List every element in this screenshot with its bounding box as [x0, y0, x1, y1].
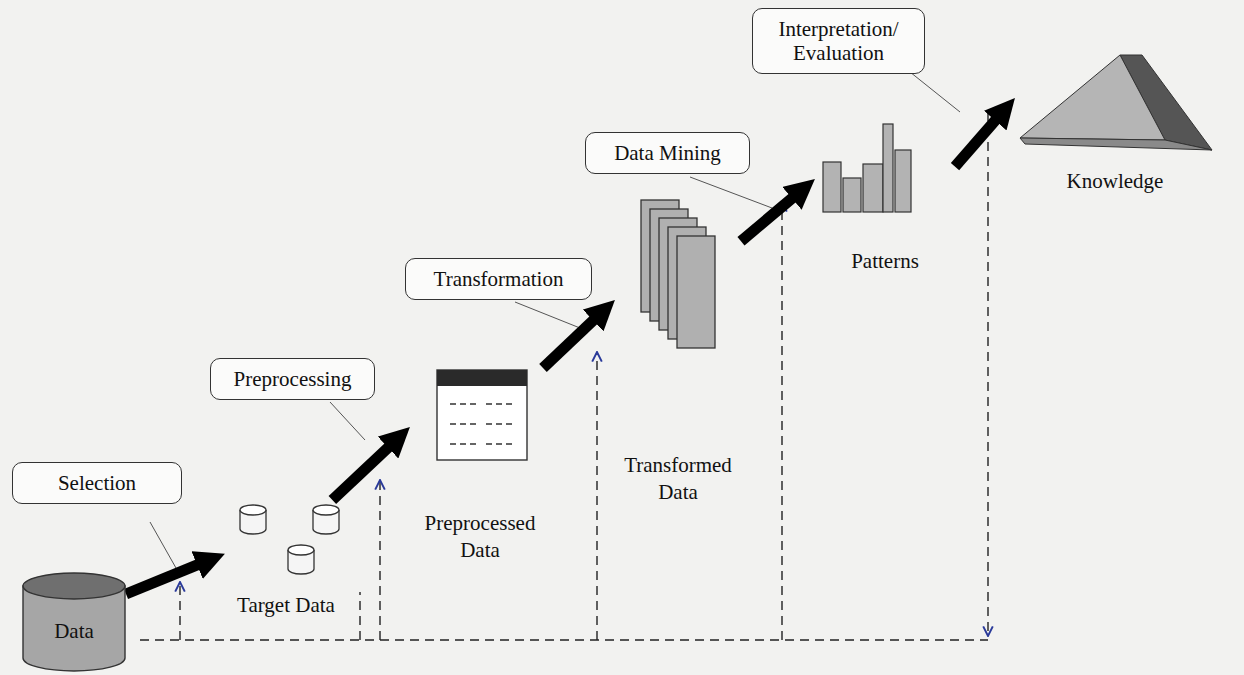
stage-caption: Preprocessed Data [413, 510, 548, 565]
stage-icon [240, 505, 339, 574]
feedback-arrow [179, 582, 180, 640]
stage-icon-svg [410, 368, 550, 463]
step-box: Data Mining [585, 132, 750, 174]
data-stage: Data [22, 572, 126, 645]
flow-arrow [741, 189, 803, 241]
stage-icon-svg [815, 120, 955, 215]
stage-icon [23, 573, 125, 671]
stage-icon [1020, 55, 1212, 150]
feedback-line [359, 592, 360, 640]
stage-icon [437, 370, 527, 460]
data-stage: Knowledge [1015, 50, 1215, 195]
step-label: Transformation [418, 267, 579, 291]
leader-line [905, 68, 960, 112]
step-label: Interpretation/ Evaluation [765, 17, 912, 65]
data-stage: Transformed Data [615, 198, 741, 507]
stage-caption: Transformed Data [617, 452, 739, 507]
leader-line [330, 402, 365, 440]
flow-arrow [955, 110, 1004, 167]
stage-caption: Data [24, 618, 124, 645]
feedback-line [987, 112, 988, 636]
step-label: Selection [25, 471, 169, 495]
stage-icon [823, 124, 911, 212]
feedback-arrow [596, 352, 597, 640]
step-label: Preprocessing [223, 367, 362, 391]
step-label: Data Mining [598, 141, 737, 165]
leader-line [150, 522, 176, 568]
step-box: Transformation [405, 258, 592, 300]
step-box: Selection [12, 462, 182, 504]
data-stage: Patterns [815, 120, 955, 275]
stage-caption: Target Data [225, 592, 347, 619]
feedback-line [140, 639, 988, 640]
leader-line [515, 302, 585, 330]
flow-arrow [543, 311, 603, 368]
stage-icon-svg [615, 198, 740, 358]
stage-icon-svg [1015, 50, 1215, 152]
data-stage: Target Data [225, 500, 347, 619]
stage-icon [641, 200, 715, 348]
stage-caption: Patterns [818, 248, 953, 275]
flow-arrow [332, 438, 398, 500]
feedback-arrow [781, 202, 782, 640]
step-box: Interpretation/ Evaluation [752, 8, 925, 74]
feedback-arrow [379, 480, 380, 640]
data-stage: Preprocessed Data [410, 368, 550, 565]
flow-arrow [126, 560, 210, 594]
leader-line [690, 177, 772, 208]
stage-icon-svg [225, 500, 343, 592]
step-box: Preprocessing [210, 358, 375, 400]
stage-caption: Knowledge [1018, 168, 1213, 195]
